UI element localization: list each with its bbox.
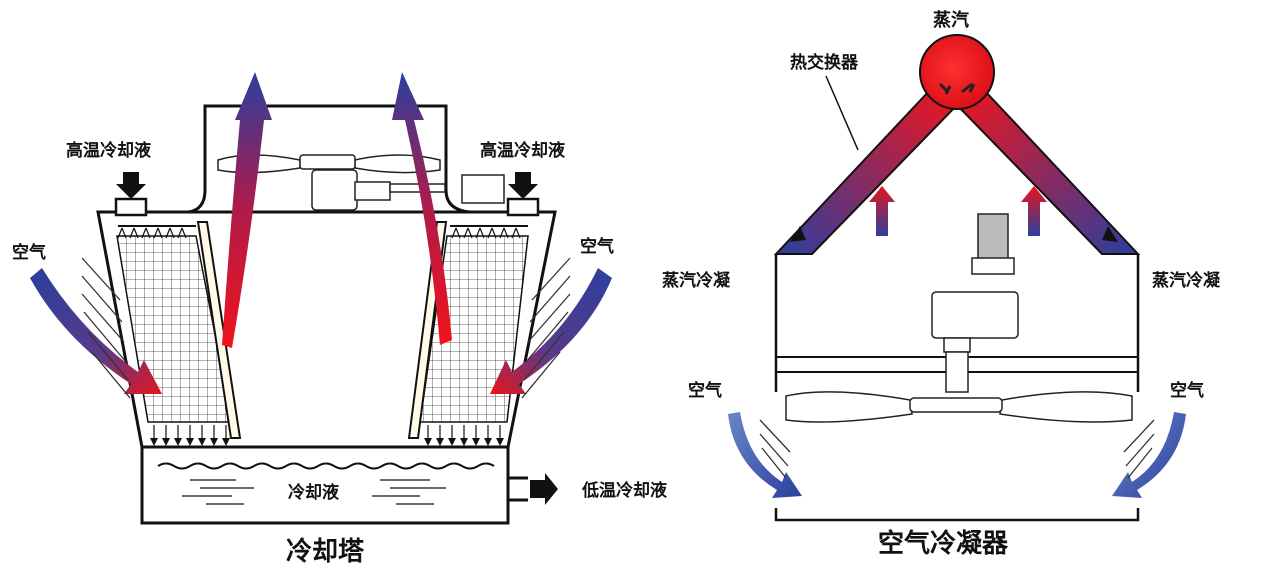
cold-coolant-label: 低温冷却液 <box>581 480 667 501</box>
condenser-fan <box>785 391 1133 423</box>
steam-label: 蒸汽 <box>933 9 969 31</box>
coolant-basin <box>140 445 510 525</box>
steam-drum <box>919 34 995 110</box>
drift-eliminator-left <box>196 221 242 439</box>
heat-exchanger-left <box>773 88 962 255</box>
spray-nozzles-right <box>450 225 528 239</box>
air-label-right: 空气 <box>580 236 614 257</box>
hot-air-arrow-left <box>869 186 895 236</box>
heat-exchanger-label: 热交换器 <box>790 52 859 73</box>
air-label-condenser-right: 空气 <box>1170 380 1204 401</box>
outlet-arrow <box>530 473 558 505</box>
condense-arrow-left <box>790 226 806 242</box>
cooling-tower: 高温冷却液 高温冷却液 空气 空气 冷却液 低温冷却液 冷却塔 <box>12 72 667 567</box>
air-flow-lines-condenser <box>759 419 1155 479</box>
inlet-arrow-left <box>116 172 146 199</box>
hot-coolant-label-left: 高温冷却液 <box>66 140 151 161</box>
air-flow-lines-left <box>81 257 131 399</box>
air-condenser: 蒸汽 热交换器 蒸汽冷凝 蒸汽冷凝 空气 空气 空气冷凝器 <box>662 9 1221 559</box>
steam-condense-label-right: 蒸汽冷凝 <box>1152 270 1221 291</box>
hot-coolant-label-right: 高温冷却液 <box>480 140 565 161</box>
drip-arrows-left <box>150 425 230 446</box>
spray-nozzles-left <box>117 225 196 239</box>
air-label-condenser-left: 空气 <box>688 380 722 401</box>
air-arrow-left <box>728 412 802 498</box>
inlet-box-right <box>506 197 540 217</box>
drip-arrows-right <box>424 425 504 446</box>
air-flow-lines-right <box>521 257 571 399</box>
hot-air-arrow-right <box>1021 186 1047 236</box>
condense-arrow-right <box>1102 226 1118 242</box>
coolant-label: 冷却液 <box>288 482 339 503</box>
heat-exchanger-pointer <box>825 75 859 151</box>
condenser-motor <box>931 213 1019 393</box>
air-condenser-title: 空气冷凝器 <box>878 528 1009 559</box>
air-arrow-right <box>1112 412 1186 498</box>
condenser-base <box>774 508 1140 522</box>
condenser-walls <box>774 254 1140 392</box>
steam-condense-label-left: 蒸汽冷凝 <box>662 270 731 291</box>
water-surface <box>157 462 495 470</box>
outlet-pipe <box>508 476 528 502</box>
updraft-arrow-right <box>392 72 452 345</box>
inlet-arrow-right <box>508 172 538 199</box>
inlet-box-left <box>114 197 148 217</box>
air-inlet-arrow-right <box>490 268 612 394</box>
cooling-tower-title: 冷却塔 <box>286 536 365 567</box>
updraft-arrow-left <box>222 72 272 348</box>
air-label-left: 空气 <box>12 242 46 263</box>
water-lines <box>182 479 446 505</box>
air-inlet-arrow-left <box>30 268 162 394</box>
steam-drum-arrows <box>938 82 976 95</box>
